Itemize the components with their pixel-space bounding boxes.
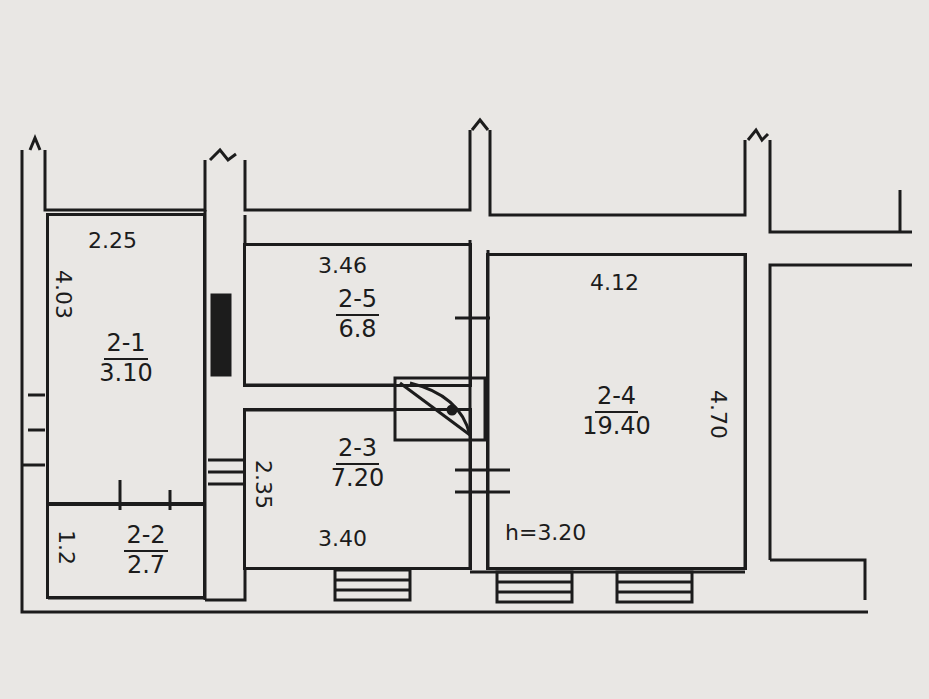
wall-lines xyxy=(22,120,912,612)
room-area: 19.40 xyxy=(580,413,653,441)
room-area: 3.10 xyxy=(97,360,154,388)
room-number: 2-2 xyxy=(124,522,167,552)
window-symbols xyxy=(335,570,692,602)
dimension-label: 4.70 xyxy=(707,390,729,439)
room-area: 6.8 xyxy=(336,316,378,344)
dimension-label: 1.2 xyxy=(55,530,77,565)
room-area: 7.20 xyxy=(329,465,386,493)
dimension-label: 4.03 xyxy=(52,270,74,319)
room-box: 2-13.10 xyxy=(46,213,206,505)
room-area: 2.7 xyxy=(125,552,167,580)
room-number: 2-1 xyxy=(104,330,147,360)
dimension-label: 2.35 xyxy=(252,460,274,509)
dimension-label: 2.25 xyxy=(88,230,137,252)
dimension-label: 4.12 xyxy=(590,272,639,294)
room-number: 2-4 xyxy=(595,383,638,413)
dimension-label: 3.40 xyxy=(318,528,367,550)
door-symbols xyxy=(22,295,510,510)
dimension-label: 3.46 xyxy=(318,255,367,277)
room-number: 2-3 xyxy=(336,435,379,465)
dimension-label: h=3.20 xyxy=(505,522,586,544)
room-number: 2-5 xyxy=(336,286,379,316)
